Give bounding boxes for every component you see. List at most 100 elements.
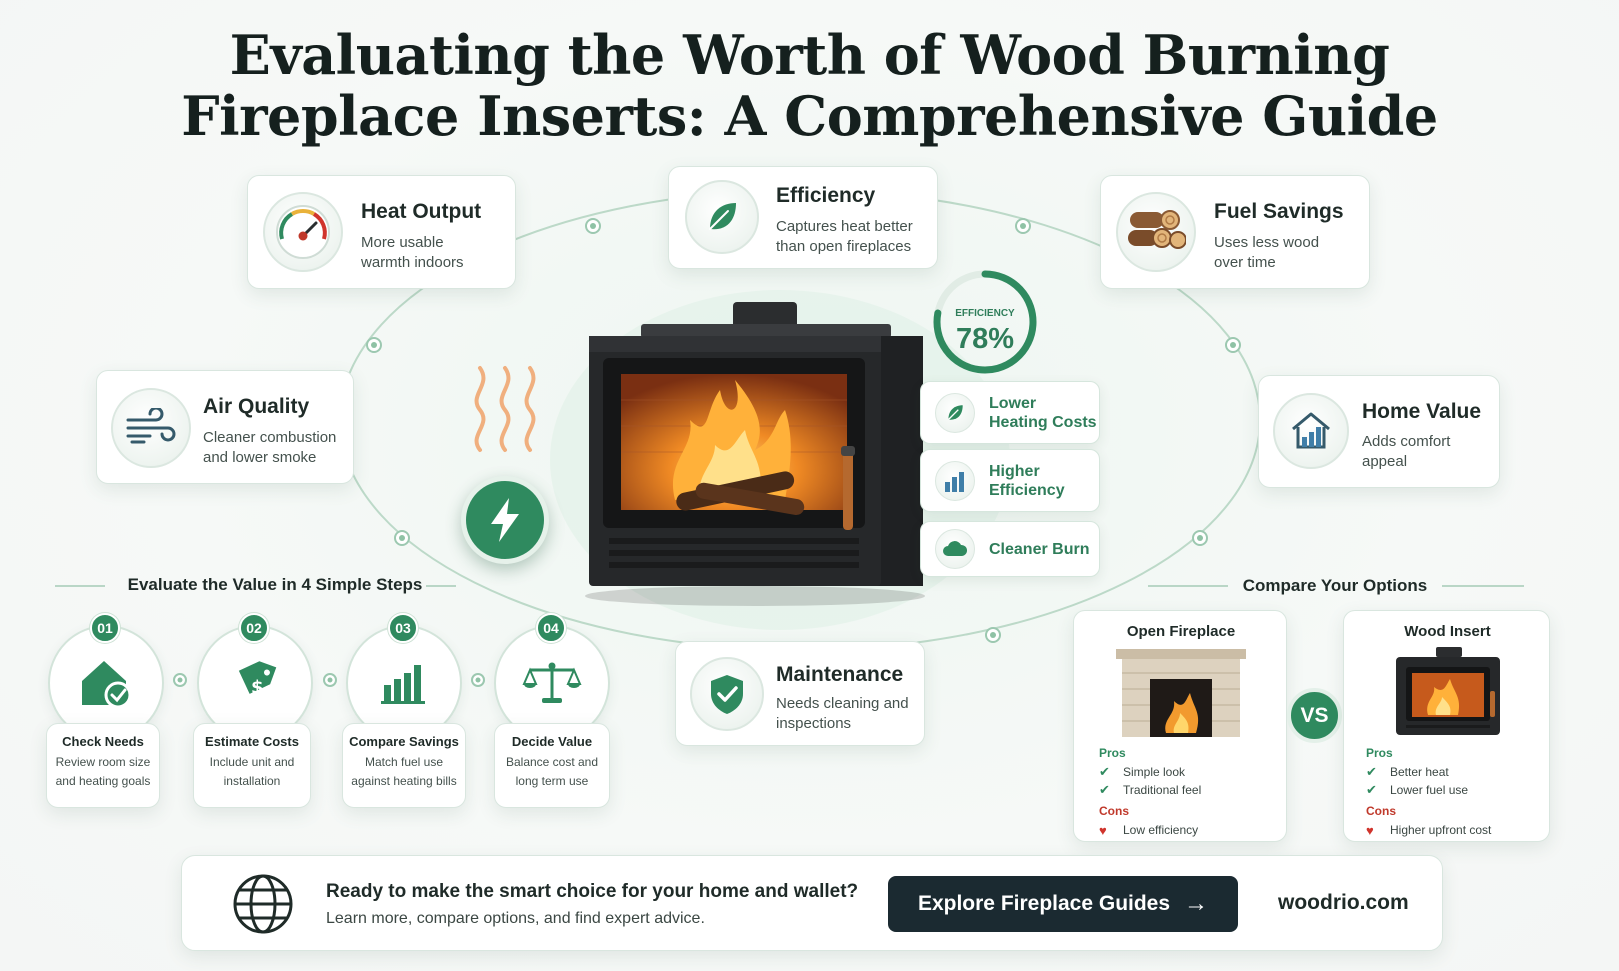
- fuel-savings-card: Fuel Savings Uses less wood over time: [1100, 175, 1370, 289]
- cta-subline: Learn more, compare options, and find ex…: [326, 910, 705, 927]
- step-1-number: 01: [90, 613, 120, 643]
- gauge-icon: [263, 192, 343, 272]
- step-1-text-2: and heating goals: [55, 774, 151, 788]
- heat-output-text-2: warmth indoors: [361, 254, 464, 271]
- home-value-text-2: appeal: [1362, 453, 1408, 470]
- air-quality-text-1: Cleaner combustion: [203, 429, 337, 446]
- step-2-title: Estimate Costs: [205, 734, 299, 749]
- step-2-text-2: installation: [223, 774, 281, 788]
- step-4-text-2: long term use: [515, 774, 589, 788]
- wood-insert-pro-2-text: Lower fuel use: [1390, 783, 1469, 797]
- fireplace-insert-image: [585, 302, 925, 606]
- step-1-icon-ring: [48, 625, 164, 741]
- page-title-line-2: Fireplace Inserts: A Comprehensive Guide: [181, 84, 1438, 148]
- scales-icon: [522, 662, 582, 703]
- house-chart-icon: [1273, 393, 1349, 469]
- wood-insert-con-1-text: Higher upfront cost: [1390, 823, 1492, 837]
- house-check-icon: [82, 661, 132, 709]
- heat-output-text-1: More usable: [361, 234, 444, 251]
- open-fireplace-title: Open Fireplace: [1126, 623, 1236, 640]
- step-3-icon-ring: [346, 625, 462, 741]
- feature-pill-2-line-2: Efficiency: [989, 481, 1065, 499]
- explore-fireplace-guides-button[interactable]: Explore Fireplace Guides →: [888, 876, 1238, 932]
- wood-insert-pro-1-text: Better heat: [1390, 765, 1449, 779]
- site-link[interactable]: woodrio.com: [1278, 891, 1409, 914]
- leaf-icon: [685, 180, 759, 254]
- fuel-savings-text-1: Uses less wood: [1214, 234, 1320, 251]
- heat-output-card: Heat Output More usable warmth indoors: [247, 175, 516, 289]
- price-tag-icon: $: [238, 661, 277, 698]
- cloud-icon: [935, 529, 975, 569]
- vs-badge: VS: [1287, 688, 1342, 743]
- wood-insert-image: [1396, 647, 1500, 735]
- step-4-icon-ring: [494, 625, 610, 741]
- open-fireplace-pros-label: Pros: [1099, 746, 1126, 760]
- logs-icon: [1116, 192, 1196, 272]
- efficiency-gauge-label: EFFICIENCY: [955, 308, 1015, 319]
- efficiency-gauge-ring: [933, 270, 1037, 374]
- step-3-title: Compare Savings: [349, 734, 459, 749]
- open-fireplace-card: Open Fireplace Pros ✔ Simple look ✔ Trad…: [1073, 610, 1287, 842]
- step-2-icon-ring: $: [197, 625, 313, 741]
- open-fireplace-con-1-text: Low efficiency: [1123, 823, 1199, 837]
- step-3-text-2: against heating bills: [351, 774, 457, 788]
- feature-pill-1-line-1: Lower: [989, 394, 1037, 412]
- shield-check-icon: [690, 657, 764, 731]
- efficiency-gauge-value: 78%: [955, 323, 1015, 355]
- wood-insert-cons-label: Cons: [1366, 804, 1396, 818]
- steps-heading-rule-left: [55, 585, 105, 587]
- step-4-card: Decide Value Balance cost and long term …: [494, 723, 610, 808]
- home-value-text-1: Adds comfort: [1362, 433, 1451, 450]
- steps-connector: [173, 673, 485, 687]
- open-fireplace-image: [1116, 649, 1246, 737]
- maintenance-text-2: inspections: [776, 715, 852, 732]
- bar-chart-icon: [935, 460, 975, 501]
- bar-chart-icon: [381, 665, 425, 704]
- check-icon: ✔: [1366, 782, 1377, 797]
- compare-heading-rule-right: [1442, 585, 1524, 587]
- fuel-savings-title: Fuel Savings: [1214, 200, 1344, 223]
- cta-banner: Ready to make the smart choice for your …: [181, 855, 1443, 951]
- explore-button-label: Explore Fireplace Guides: [917, 892, 1171, 915]
- wood-insert-card: Wood Insert Pros ✔ Better heat ✔ Lower f…: [1343, 610, 1550, 842]
- wind-icon: [111, 388, 191, 468]
- wood-insert-pros-label: Pros: [1366, 746, 1393, 760]
- wood-insert-pro-2: ✔ Lower fuel use: [1366, 781, 1468, 799]
- open-fireplace-con-1: ♥ Low efficiency: [1099, 821, 1198, 839]
- arrow-right-icon: →: [1184, 890, 1209, 917]
- efficiency-card: Efficiency Captures heat better than ope…: [668, 166, 938, 269]
- compare-heading: Compare Your Options: [1242, 576, 1428, 595]
- air-quality-title: Air Quality: [203, 395, 310, 418]
- step-3-text-1: Match fuel use: [364, 755, 444, 769]
- wood-insert-con-1: ♥ Higher upfront cost: [1366, 821, 1491, 839]
- cta-headline: Ready to make the smart choice for your …: [326, 881, 859, 902]
- step-4-number: 04: [536, 613, 566, 643]
- feature-pill-2-line-1: Higher: [989, 462, 1040, 480]
- step-1-title: Check Needs: [62, 734, 144, 749]
- maintenance-card: Maintenance Needs cleaning and inspectio…: [675, 641, 925, 746]
- efficiency-text-1: Captures heat better: [776, 218, 913, 235]
- air-quality-text-2: and lower smoke: [203, 449, 317, 466]
- check-icon: ✔: [1099, 764, 1110, 779]
- feature-pill-cleaner-burn: Cleaner Burn: [920, 521, 1100, 577]
- open-fireplace-cons-label: Cons: [1099, 804, 1129, 818]
- open-fireplace-pro-1-text: Simple look: [1123, 765, 1186, 779]
- efficiency-title: Efficiency: [776, 184, 876, 207]
- open-fireplace-pro-2-text: Traditional feel: [1123, 783, 1202, 797]
- step-2-text-1: Include unit and: [209, 755, 295, 769]
- wood-insert-pro-1: ✔ Better heat: [1366, 763, 1449, 781]
- fuel-savings-text-2: over time: [1214, 254, 1276, 271]
- heart-icon: ♥: [1099, 822, 1107, 838]
- heat-output-title: Heat Output: [361, 200, 482, 223]
- maintenance-text-1: Needs cleaning and: [776, 695, 909, 712]
- feature-pill-3-line-1: Cleaner Burn: [989, 540, 1090, 558]
- step-2-card: Estimate Costs Include unit and installa…: [193, 723, 311, 808]
- compare-heading-rule-left: [1148, 585, 1228, 587]
- globe-icon: [233, 874, 293, 934]
- step-2-number: 02: [239, 613, 269, 643]
- leaf-icon: [935, 392, 975, 433]
- step-4-title: Decide Value: [511, 734, 593, 749]
- heart-icon: ♥: [1366, 822, 1374, 838]
- svg-text:$: $: [251, 677, 264, 698]
- feature-pill-higher-efficiency: Higher Efficiency: [920, 449, 1100, 512]
